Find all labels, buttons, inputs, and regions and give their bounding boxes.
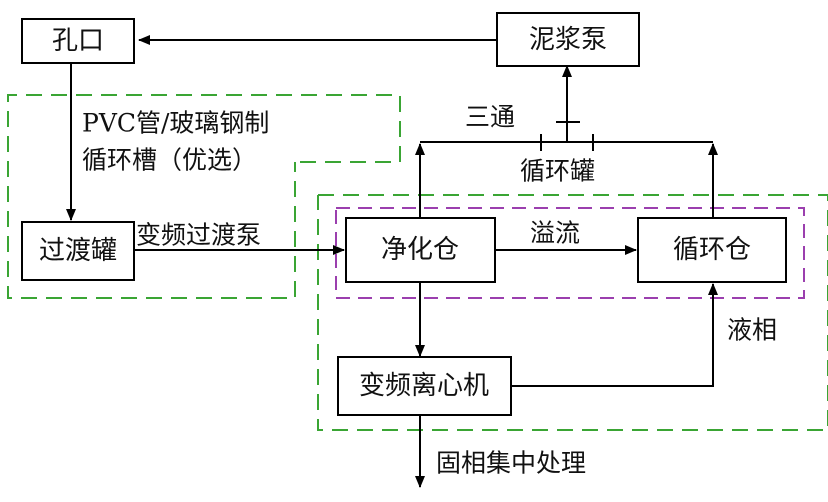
node-transition-tank: 过渡罐 <box>21 221 135 281</box>
pvc-tank-region <box>7 94 401 299</box>
liquid-phase-label: 液相 <box>727 316 777 345</box>
node-centrifuge: 变频离心机 <box>337 356 512 416</box>
circulation-tank-label: 循环罐 <box>520 157 595 186</box>
tee-label: 三通 <box>465 103 515 132</box>
node-circulation-bin-label: 循环仓 <box>673 235 751 265</box>
node-purification-bin: 净化仓 <box>345 217 496 283</box>
node-transition-tank-label: 过渡罐 <box>39 236 117 266</box>
overflow-region <box>335 207 805 299</box>
overflow-label: 溢流 <box>530 219 580 248</box>
node-circulation-bin: 循环仓 <box>637 217 787 283</box>
pvc-tank-label-line2: 循环槽（优选） <box>82 146 257 175</box>
liquid-phase-arrow <box>511 283 718 387</box>
node-mud-pump-label: 泥浆泵 <box>529 25 607 55</box>
solid-phase-label: 固相集中处理 <box>436 449 586 478</box>
vfd-transfer-pump-label: 变频过渡泵 <box>136 221 261 250</box>
node-orifice-label: 孔口 <box>52 26 104 56</box>
pvc-tank-label-line1: PVC管/玻璃钢制 <box>82 109 269 138</box>
node-centrifuge-label: 变频离心机 <box>359 371 489 401</box>
circulation-tank-region <box>317 194 828 431</box>
node-purification-bin-label: 净化仓 <box>381 235 459 265</box>
node-orifice: 孔口 <box>21 18 135 64</box>
node-mud-pump: 泥浆泵 <box>496 12 640 67</box>
